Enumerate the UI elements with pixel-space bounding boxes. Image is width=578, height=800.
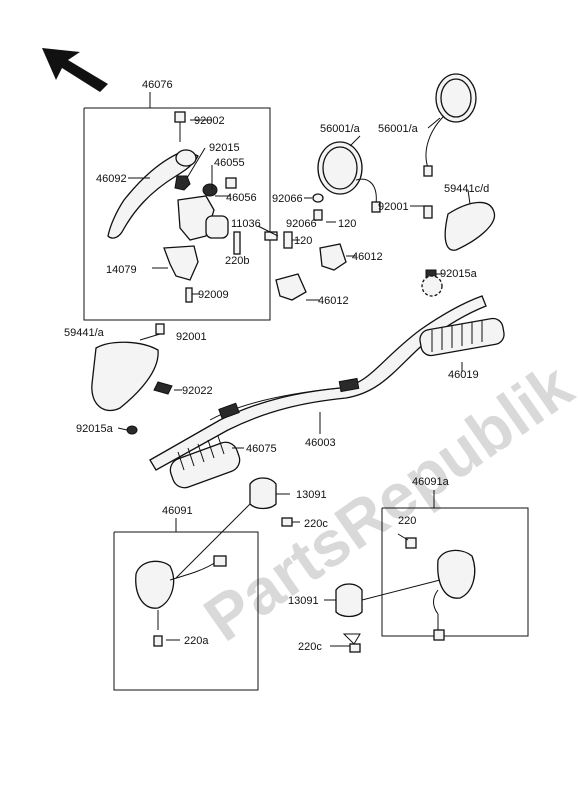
- label-14079: 14079: [106, 264, 137, 276]
- label-46012-lower: 46012: [318, 295, 349, 307]
- label-92009: 92009: [198, 289, 229, 301]
- grip-icon-left: [169, 435, 244, 489]
- label-120-upper: 120: [338, 218, 356, 230]
- label-56001a-right: 56001/a: [378, 123, 419, 135]
- switch-box-left: [113, 518, 259, 691]
- label-92001-left: 92001: [176, 331, 207, 343]
- front-arrow-icon: [42, 48, 108, 92]
- label-56001a-left: 56001/a: [320, 123, 361, 135]
- label-13091-upper: 13091: [296, 489, 327, 501]
- label-220c-upper: 220c: [304, 518, 328, 530]
- label-46012-upper: 46012: [352, 251, 383, 263]
- label-220c-lower: 220c: [298, 641, 322, 653]
- mirror-icon: [317, 135, 381, 213]
- label-46055: 46055: [214, 157, 245, 169]
- label-220: 220: [398, 515, 416, 527]
- label-92002: 92002: [194, 115, 225, 127]
- label-92001-right: 92001: [378, 201, 409, 213]
- lever-assembly-box: [83, 92, 279, 321]
- label-92015: 92015: [209, 142, 240, 154]
- label-46003: 46003: [305, 437, 336, 449]
- switch-half-upper: [175, 477, 300, 579]
- label-11036: 11036: [231, 218, 261, 230]
- label-46092: 46092: [96, 173, 127, 185]
- label-220b: 220b: [225, 255, 249, 267]
- handlebar-holder-upper: [319, 243, 356, 271]
- label-46076: 46076: [142, 79, 173, 91]
- lever-icon: [107, 149, 199, 239]
- label-92022: 92022: [182, 385, 213, 397]
- label-92015a-left: 92015a: [76, 423, 114, 435]
- lever-cover-right: [410, 189, 496, 297]
- switch-housing-icon: [135, 555, 227, 609]
- label-92066-lower: 92066: [286, 218, 317, 230]
- label-46075: 46075: [246, 443, 277, 455]
- grip-icon: [419, 317, 505, 372]
- label-92015a-right: 92015a: [440, 268, 478, 280]
- switch-box-right: [381, 490, 529, 641]
- mirror-icon-right: [423, 73, 477, 177]
- label-120-lower: 120: [294, 235, 312, 247]
- label-13091-lower: 13091: [288, 595, 319, 607]
- label-59441cd: 59441c/d: [444, 183, 489, 195]
- label-46056: 46056: [226, 192, 257, 204]
- label-46091a: 46091a: [412, 476, 450, 488]
- clamp-bolts: [283, 193, 336, 249]
- lever-cover-left: [91, 323, 182, 435]
- label-220a: 220a: [184, 635, 209, 647]
- switch-half-lower: [324, 579, 441, 653]
- label-92066-upper: 92066: [272, 193, 303, 205]
- handlebar-icon: [149, 295, 487, 471]
- label-46091: 46091: [162, 505, 193, 517]
- label-59441a: 59441/a: [64, 327, 105, 339]
- label-46019: 46019: [448, 369, 479, 381]
- handlebar-holder-lower: [275, 273, 320, 301]
